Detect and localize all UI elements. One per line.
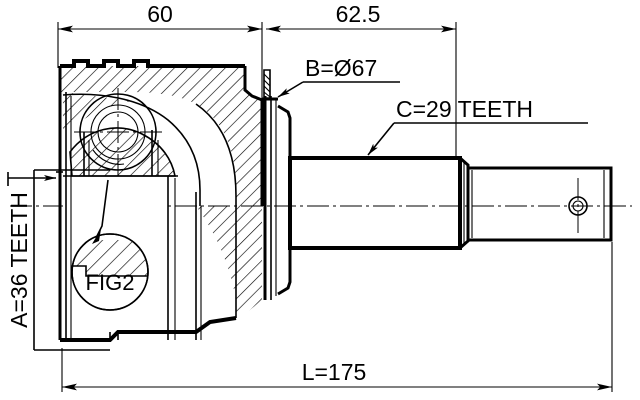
dimension-L-175: L=175 bbox=[61, 242, 613, 392]
flange-clamp-ring bbox=[262, 69, 278, 300]
callout-c-label: C=29 TEETH bbox=[396, 96, 533, 122]
fig2-detail-bubble: FIG2 bbox=[71, 233, 149, 311]
dimension-62-5: 62.5 bbox=[266, 1, 457, 160]
fig2-label: FIG2 bbox=[86, 270, 135, 295]
ball-bearing-detail bbox=[74, 88, 162, 180]
callout-a-label: A=36 TEETH bbox=[6, 192, 32, 328]
callout-spline-c: C=29 TEETH bbox=[367, 96, 588, 156]
dimension-60: 60 bbox=[57, 1, 263, 100]
callout-b-label: B=Ø67 bbox=[305, 55, 377, 81]
callout-spline-a: A=36 TEETH bbox=[6, 169, 110, 351]
dimension-L-175-label: L=175 bbox=[302, 359, 367, 385]
main-shaft bbox=[277, 104, 613, 296]
dimension-62-5-label: 62.5 bbox=[336, 1, 381, 27]
callout-diameter-b: B=Ø67 bbox=[277, 55, 400, 98]
dimension-60-label: 60 bbox=[147, 1, 173, 27]
